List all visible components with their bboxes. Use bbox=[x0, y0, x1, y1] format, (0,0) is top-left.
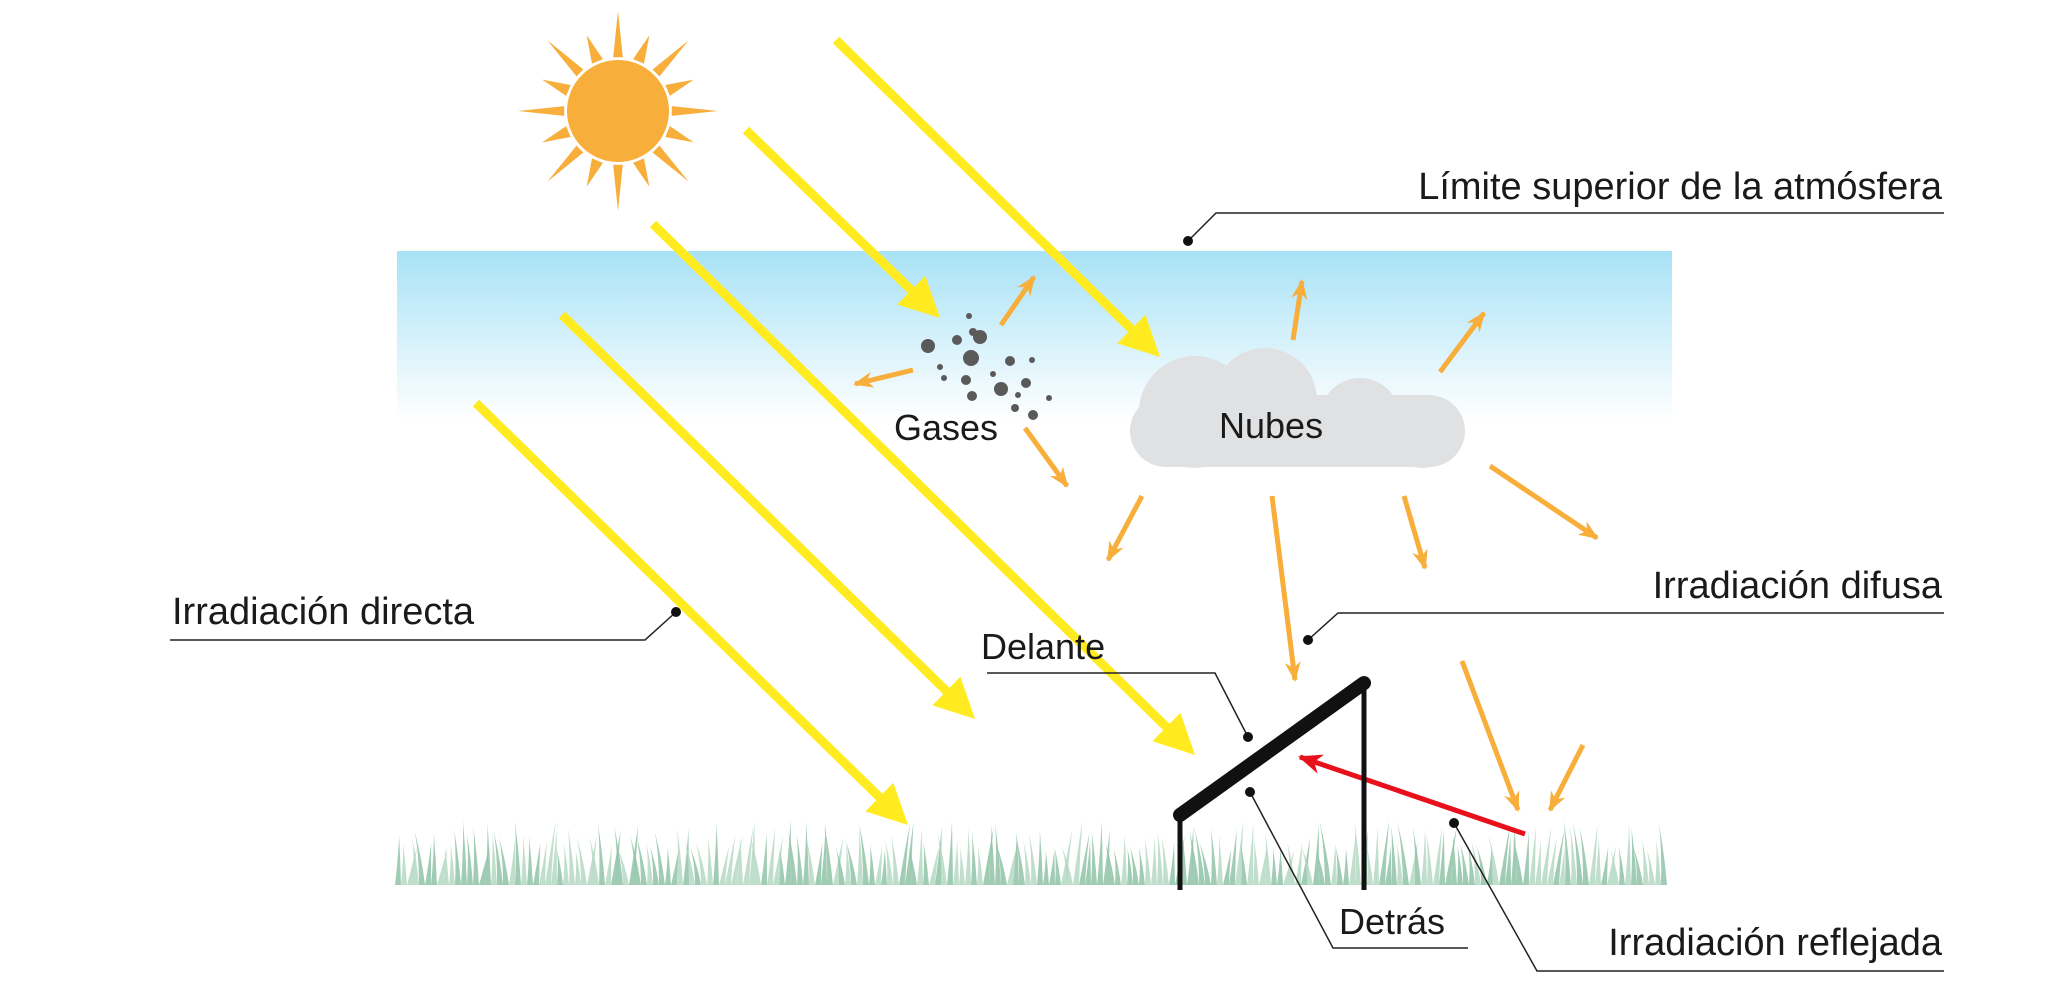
direct-irradiation-label: Irradiación directa bbox=[172, 591, 475, 633]
leader-lines bbox=[170, 212, 1944, 972]
solar-panel bbox=[1173, 676, 1371, 890]
atmosphere-top-label: Límite superior de la atmósfera bbox=[1418, 166, 1943, 208]
clouds-label: Nubes bbox=[1219, 405, 1323, 446]
gases-label: Gases bbox=[894, 407, 998, 448]
cloud-icon bbox=[1130, 348, 1465, 468]
reflected-irradiation-label: Irradiación reflejada bbox=[1608, 922, 1943, 964]
front-label: Delante bbox=[981, 626, 1105, 667]
back-label: Detrás bbox=[1339, 901, 1445, 942]
direct-rays bbox=[472, 36, 1195, 825]
leader-dots bbox=[671, 236, 1459, 828]
sun-icon bbox=[518, 11, 718, 211]
reflected-ray bbox=[1298, 754, 1526, 837]
gas-particles bbox=[921, 313, 1052, 420]
diffuse-irradiation-label: Irradiación difusa bbox=[1653, 565, 1943, 607]
diffuse-rays bbox=[853, 275, 1599, 812]
grass bbox=[395, 820, 1667, 885]
